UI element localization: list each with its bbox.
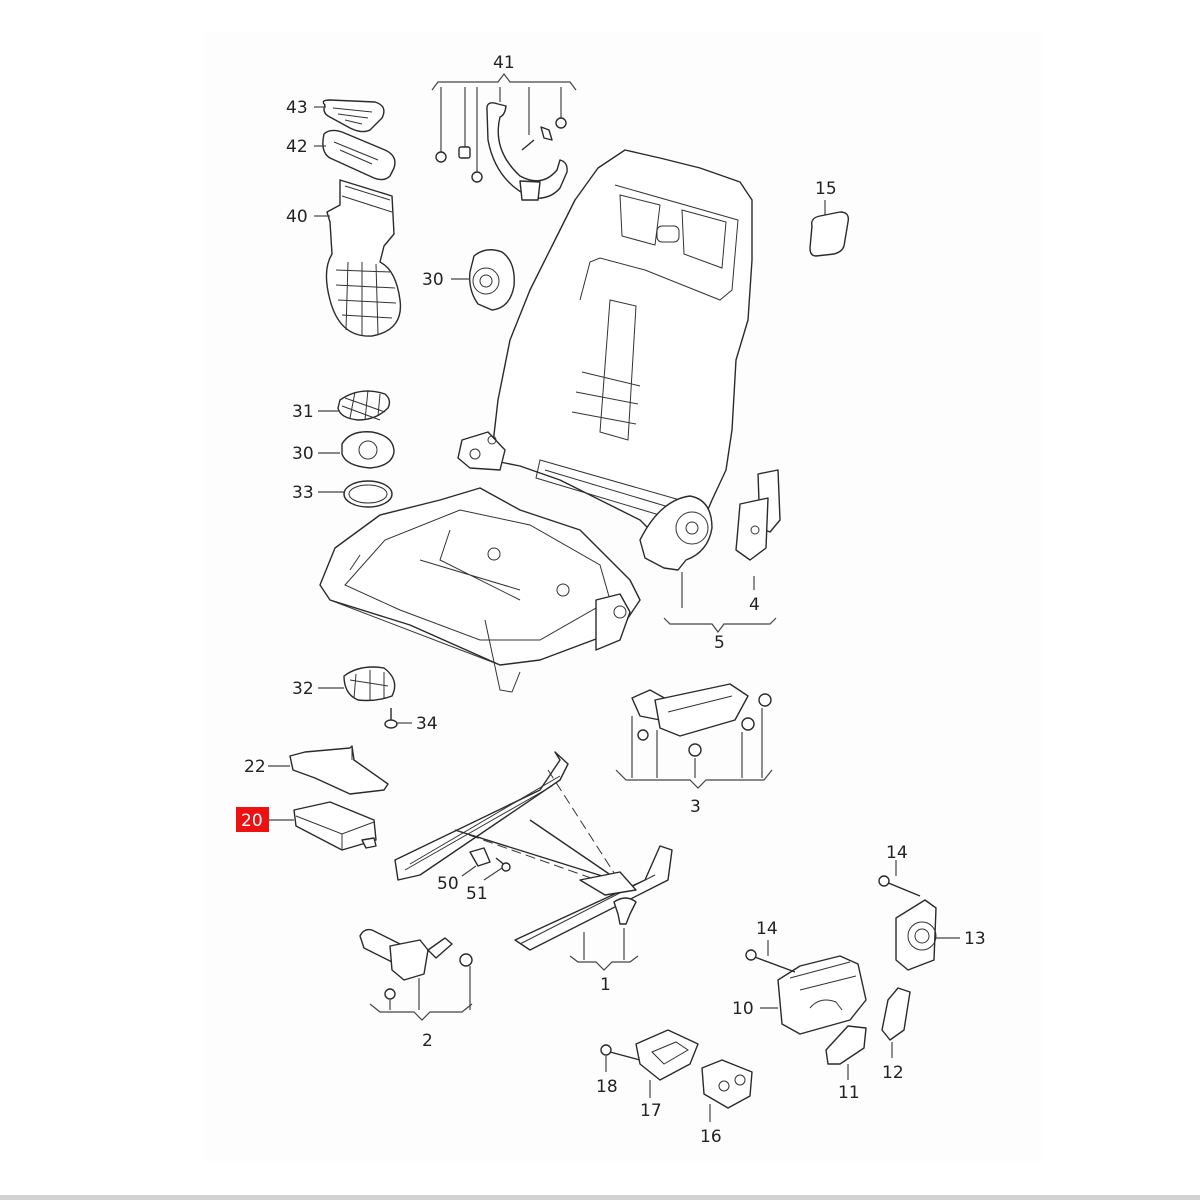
part-3-motor-set[interactable] [615,683,773,789]
part-32-fan[interactable] [343,666,396,702]
callout-30-cushion[interactable]: 30 [292,444,314,464]
part-17-bezel[interactable] [635,1029,699,1098]
part-34-screw[interactable] [384,708,398,729]
bottom-scroll-edge [0,1195,1200,1200]
seat-cushion-frame[interactable] [319,487,641,693]
part-15-switch[interactable] [809,200,850,257]
part-41-group[interactable] [431,73,577,201]
part-14-screw-lower[interactable] [745,940,796,973]
callout-40[interactable]: 40 [286,207,308,227]
part-5-bracket [663,617,777,633]
part-18-screw[interactable] [600,1044,641,1072]
callout-14-lower[interactable]: 14 [756,919,778,939]
callout-41[interactable]: 41 [493,53,515,73]
part-10-seat-switch[interactable] [760,955,867,1035]
part-33-seal-ring[interactable] [343,480,393,508]
callout-15[interactable]: 15 [815,179,837,199]
callout-17[interactable]: 17 [640,1101,662,1121]
callout-20[interactable]: 20 [241,811,263,831]
callout-10[interactable]: 10 [732,999,754,1019]
highlight-badge [236,807,269,832]
callout-50[interactable]: 50 [437,874,459,894]
part-43-grille[interactable] [322,99,385,133]
callout-22[interactable]: 22 [244,757,266,777]
callout-34[interactable]: 34 [416,714,438,734]
part-30-backrest-fan[interactable] [468,249,515,311]
part-22-bracket[interactable] [289,745,389,795]
part-16-memory-switch[interactable] [701,1059,753,1122]
callout-11[interactable]: 11 [838,1083,860,1103]
callout-12[interactable]: 12 [882,1063,904,1083]
callout-2[interactable]: 2 [422,1031,433,1051]
part-42-duct[interactable] [322,129,396,181]
callout-16[interactable]: 16 [700,1127,722,1147]
callout-1[interactable]: 1 [600,975,611,995]
part-40-blower[interactable] [325,179,402,337]
part-30-cushion-fan[interactable] [341,431,395,469]
callout-51[interactable]: 51 [466,884,488,904]
callout-4[interactable]: 4 [749,595,760,615]
part-12-knob[interactable] [881,987,911,1058]
part-11-knob[interactable] [825,1025,867,1080]
part-13-switch-housing[interactable] [895,899,960,971]
callout-31[interactable]: 31 [292,402,314,422]
part-2-motor-set[interactable] [359,928,473,1021]
callout-5[interactable]: 5 [714,633,725,653]
callout-14-upper[interactable]: 14 [886,843,908,863]
callout-33[interactable]: 33 [292,483,314,503]
part-31-mesh[interactable] [337,389,391,421]
part-4-motor[interactable] [735,469,781,590]
callout-20-highlighted[interactable]: 20 [236,807,269,832]
part-20-control-unit[interactable] [293,801,377,851]
part-50-clip[interactable] [469,847,491,867]
callout-43[interactable]: 43 [286,98,308,118]
callout-30-backrest[interactable]: 30 [422,270,444,290]
part-14-screw-upper[interactable] [878,860,921,897]
callout-18[interactable]: 18 [596,1077,618,1097]
callout-13[interactable]: 13 [964,929,986,949]
part-5-recliner[interactable] [639,495,713,608]
callout-42[interactable]: 42 [286,137,308,157]
callout-3[interactable]: 3 [690,797,701,817]
part-51-screw[interactable] [495,857,511,872]
backrest-frame[interactable] [457,149,753,551]
part-1-rails[interactable] [394,751,673,971]
callout-32[interactable]: 32 [292,679,314,699]
